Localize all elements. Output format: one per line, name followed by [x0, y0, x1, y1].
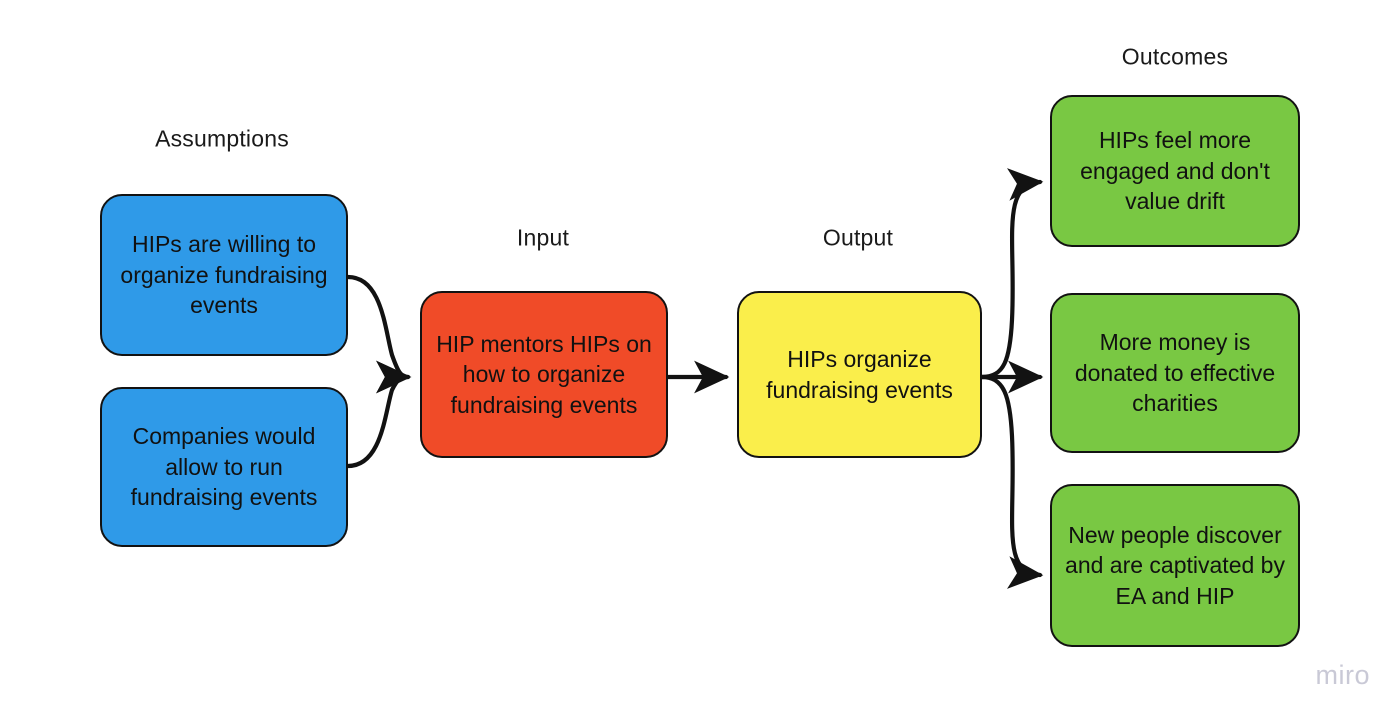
node-outcome-1-label: HIPs feel more engaged and don't value d…	[1080, 127, 1270, 215]
node-input-1[interactable]: HIP mentors HIPs on how to organize fund…	[420, 291, 668, 458]
node-assumption-2[interactable]: Companies would allow to run fundraising…	[100, 387, 348, 547]
connector-assumption-2-to-input	[345, 360, 412, 469]
node-output-1[interactable]: HIPs organize fundraising events	[737, 291, 982, 458]
group-label-assumptions: Assumptions	[155, 125, 289, 152]
group-label-output: Output	[822, 224, 894, 251]
connector-assumption-1-to-input	[345, 274, 412, 394]
node-assumption-1[interactable]: HIPs are willing to organize fundraising…	[100, 194, 348, 356]
node-output-1-label: HIPs organize fundraising events	[766, 346, 953, 403]
node-assumption-2-label: Companies would allow to run fundraising…	[130, 423, 318, 511]
node-outcome-1[interactable]: HIPs feel more engaged and don't value d…	[1050, 95, 1300, 247]
node-outcome-3-label: New people discover and are captivated b…	[1065, 521, 1285, 609]
connector-output-to-outcome-3	[979, 374, 1044, 589]
group-label-input: Input	[516, 224, 570, 251]
group-label-outcomes: Outcomes	[1121, 43, 1229, 70]
connector-output-to-outcome-1	[979, 168, 1044, 380]
node-outcome-3[interactable]: New people discover and are captivated b…	[1050, 484, 1300, 647]
node-outcome-2-label: More money is donated to effective chari…	[1074, 329, 1276, 417]
node-outcome-2[interactable]: More money is donated to effective chari…	[1050, 293, 1300, 453]
node-input-1-label: HIP mentors HIPs on how to organize fund…	[436, 330, 652, 418]
miro-watermark: miro	[1315, 660, 1370, 690]
node-assumption-1-label: HIPs are willing to organize fundraising…	[120, 231, 328, 319]
